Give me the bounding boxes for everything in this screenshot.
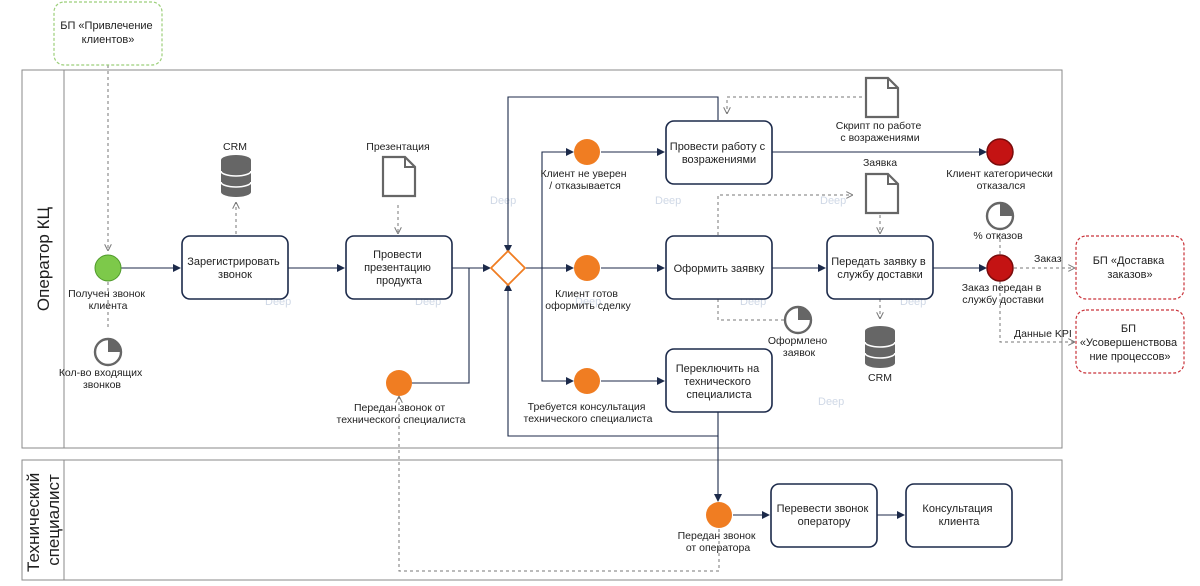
external-process-improvement[interactable]: БП «Усовершенствова ние процессов» [1075, 309, 1185, 374]
lane-operator: Оператор КЦ [21, 69, 1063, 449]
svg-text:БП «Привлечение клиентов: БП «Привлечение клиентов» [60, 20, 155, 46]
svg-text:Deep: Deep [655, 195, 681, 207]
lane-operator-label: Оператор КЦ [34, 207, 53, 312]
event-call-from-operator-label: Передан звонок от оператора [678, 530, 759, 554]
svg-text:Провести работу с возраж: Провести работу с возражениями [670, 141, 768, 166]
task-switch-to-specialist[interactable]: Переключить на технического специалиста [665, 348, 773, 413]
event-call-from-specialist-label: Передан звонок от технического специалис… [337, 402, 466, 426]
crm-top-label: CRM [223, 141, 247, 153]
crm-bottom-label: CRM [868, 372, 892, 384]
flow-label-kpi: Данные KPI [1014, 328, 1072, 340]
svg-text:Перевести звонок операто: Перевести звонок оператору [777, 503, 872, 528]
event-call-from-operator[interactable] [706, 502, 732, 528]
event-consult-needed-label: Требуется консультация технического спец… [524, 401, 653, 425]
event-client-ready[interactable] [574, 255, 600, 281]
end-event-order-transferred[interactable] [986, 254, 1014, 282]
script-label: Скрипт по работе с возражениями [836, 120, 925, 144]
request-label: Заявка [863, 157, 897, 169]
task-client-consultation[interactable]: Консультация клиента [905, 483, 1013, 548]
exclusive-gateway[interactable] [489, 249, 527, 287]
external-process-delivery[interactable]: БП «Доставка заказов» [1075, 235, 1185, 300]
end-event-client-refused-label: Клиент категорически отказался [946, 168, 1056, 192]
task-create-order[interactable]: Оформить заявку [665, 235, 773, 300]
kpi-pie-icon-orders [783, 305, 813, 335]
request-document-icon [864, 172, 900, 215]
svg-text:БП «Доставка заказов»: БП «Доставка заказов» [1093, 255, 1168, 281]
task-register-call[interactable]: Зарегистрировать звонок [181, 235, 289, 300]
presentation-document-icon [381, 155, 417, 198]
event-client-unsure-label: Клиент не уверен / отказывается [541, 168, 630, 192]
svg-text:Deep: Deep [575, 296, 601, 308]
presentation-label: Презентация [366, 141, 429, 153]
flow-label-order: Заказ [1034, 253, 1062, 265]
event-call-from-specialist[interactable] [386, 370, 412, 396]
svg-text:Deep: Deep [820, 195, 846, 207]
task-transfer-to-delivery[interactable]: Передать заявку в службу доставки [826, 235, 934, 300]
kpi-refusals-label: % отказов [973, 230, 1023, 242]
svg-text:Провести презентацию: Провести презентацию продукта [364, 249, 434, 287]
event-client-ready-label: Клиент готов оформить сделку [545, 288, 631, 312]
svg-text:БП «Усовершенствова: БП «Усовершенствова ние процессов» [1080, 323, 1180, 363]
end-event-client-refused[interactable] [986, 138, 1014, 166]
script-document-icon [864, 76, 900, 119]
crm-database-icon-bottom [864, 326, 896, 368]
svg-text:Deep: Deep [490, 195, 516, 207]
start-event-call-received[interactable] [94, 254, 122, 282]
crm-database-icon [220, 155, 252, 197]
external-process-attraction[interactable]: БП «Привлечение клиентов» [53, 1, 163, 66]
event-consult-needed[interactable] [574, 368, 600, 394]
task-handle-objections[interactable]: Провести работу с возражениями [665, 120, 773, 185]
kpi-calls-label: Кол-во входящих звонков [59, 367, 145, 391]
svg-text:Переключить на техническ: Переключить на технического специалиста [676, 363, 763, 401]
kpi-pie-icon-calls [93, 337, 123, 367]
end-event-order-transferred-label: Заказ передан в службу доставки [962, 282, 1045, 306]
start-event-label: Получен звонок клиента [68, 288, 148, 312]
task-present-product[interactable]: Провести презентацию продукта [345, 235, 453, 300]
task-transfer-call-to-operator[interactable]: Перевести звонок оператору [770, 483, 878, 548]
svg-text:Оформить заявку: Оформить заявку [674, 263, 765, 275]
svg-text:Deep: Deep [818, 396, 844, 408]
associations [108, 65, 1074, 572]
svg-text:Консультация клиента: Консультация клиента [922, 503, 995, 528]
kpi-pie-icon-refusals [985, 201, 1015, 231]
event-client-unsure[interactable] [574, 139, 600, 165]
svg-text:Передать заявку в службу: Передать заявку в службу доставки [831, 256, 929, 281]
lane-specialist: Технический специалист [21, 459, 1063, 581]
lane-specialist-label: Технический специалист [24, 468, 63, 572]
kpi-orders-label: Оформлено заявок [768, 335, 830, 359]
svg-text:Зарегистрировать звонок: Зарегистрировать звонок [187, 256, 283, 281]
sequence-flows [121, 96, 987, 519]
